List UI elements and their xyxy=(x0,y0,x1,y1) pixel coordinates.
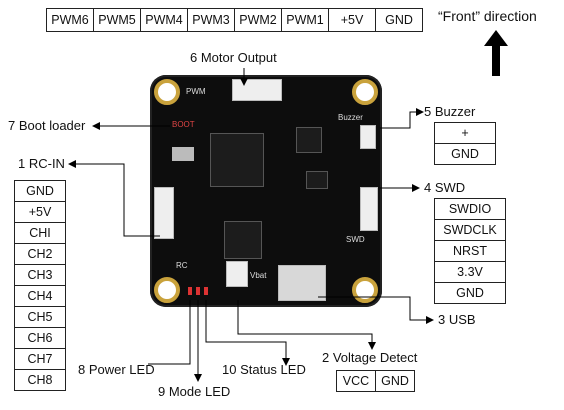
mount-hole xyxy=(352,277,378,303)
silk-pwm: PWM xyxy=(186,87,206,96)
vbat-connector xyxy=(226,261,248,287)
silk-vbat: Vbat xyxy=(250,271,267,280)
swd-pin-cell: SWDCLK xyxy=(434,219,506,241)
pwm-header-table: PWM6 PWM5 PWM4 PWM3 PWM2 PWM1 +5V GND xyxy=(46,8,423,32)
pwm-header-cell: PWM4 xyxy=(140,8,188,32)
label-swd: 4 SWD xyxy=(424,180,466,195)
buzzer-pin-cell: + xyxy=(434,122,496,144)
label-rc-in: 1 RC-IN xyxy=(18,156,65,171)
buzzer-connector xyxy=(360,125,376,149)
swd-pin-cell: 3.3V xyxy=(434,261,506,283)
label-voltage-detect: 2 Voltage Detect xyxy=(322,350,418,365)
rc-in-connector xyxy=(154,187,174,239)
rc-pin-cell: CH4 xyxy=(14,285,66,307)
swd-pin-table: SWDIO SWDCLK NRST 3.3V GND xyxy=(434,198,506,304)
label-mode-led: 9 Mode LED xyxy=(158,384,231,399)
voltage-pin-cell: VCC xyxy=(336,370,376,392)
label-usb: 3 USB xyxy=(438,312,476,327)
status-led xyxy=(204,287,208,295)
sensor-chip xyxy=(224,221,262,259)
silk-swd: SWD xyxy=(346,235,365,244)
small-chip xyxy=(306,171,328,189)
voltage-pin-table: VCC GND xyxy=(336,370,415,392)
swd-pin-cell: NRST xyxy=(434,240,506,262)
silk-rc: RC xyxy=(176,261,188,270)
pwm-header-cell: +5V xyxy=(328,8,376,32)
mount-hole xyxy=(154,277,180,303)
silk-boot: BOOT xyxy=(172,120,195,129)
label-buzzer: 5 Buzzer xyxy=(424,104,476,119)
main-mcu-chip xyxy=(210,133,264,187)
rc-pin-cell: GND xyxy=(14,180,66,202)
swd-pin-cell: GND xyxy=(434,282,506,304)
pwm-header-cell: PWM3 xyxy=(187,8,235,32)
power-led xyxy=(188,287,192,295)
pwm-header-cell: GND xyxy=(375,8,423,32)
pwm-header-cell: PWM2 xyxy=(234,8,282,32)
rc-pin-cell: CH2 xyxy=(14,243,66,265)
rc-pin-cell: CHI xyxy=(14,222,66,244)
rc-in-pin-table: GND +5V CHI CH2 CH3 CH4 CH5 CH6 CH7 CH8 xyxy=(14,180,66,391)
pwm-header-cell: PWM6 xyxy=(46,8,94,32)
rc-pin-cell: CH3 xyxy=(14,264,66,286)
rc-pin-cell: CH7 xyxy=(14,348,66,370)
secondary-chip xyxy=(296,127,322,153)
label-status-led: 10 Status LED xyxy=(222,362,306,377)
mode-led xyxy=(196,287,200,295)
label-motor-output: 6 Motor Output xyxy=(190,50,277,65)
mount-hole xyxy=(352,79,378,105)
rc-pin-cell: +5V xyxy=(14,201,66,223)
buzzer-pin-table: + GND xyxy=(434,122,496,165)
front-direction-arrow-icon xyxy=(484,30,508,76)
buzzer-pin-cell: GND xyxy=(434,143,496,165)
swd-connector xyxy=(360,187,378,231)
crystal xyxy=(172,147,194,161)
silk-buzzer: Buzzer xyxy=(338,113,363,122)
usb-connector xyxy=(278,265,326,301)
front-direction-label: “Front” direction xyxy=(438,8,537,24)
swd-pin-cell: SWDIO xyxy=(434,198,506,220)
pwm-header-cell: PWM5 xyxy=(93,8,141,32)
rc-pin-cell: CH6 xyxy=(14,327,66,349)
label-boot-loader: 7 Boot loader xyxy=(8,118,86,133)
voltage-pin-cell: GND xyxy=(375,370,415,392)
flight-controller-board: PWM BOOT Buzzer SWD RC Vbat xyxy=(150,75,382,307)
label-power-led: 8 Power LED xyxy=(78,362,155,377)
rc-pin-cell: CH8 xyxy=(14,369,66,391)
rc-pin-cell: CH5 xyxy=(14,306,66,328)
mount-hole xyxy=(154,79,180,105)
